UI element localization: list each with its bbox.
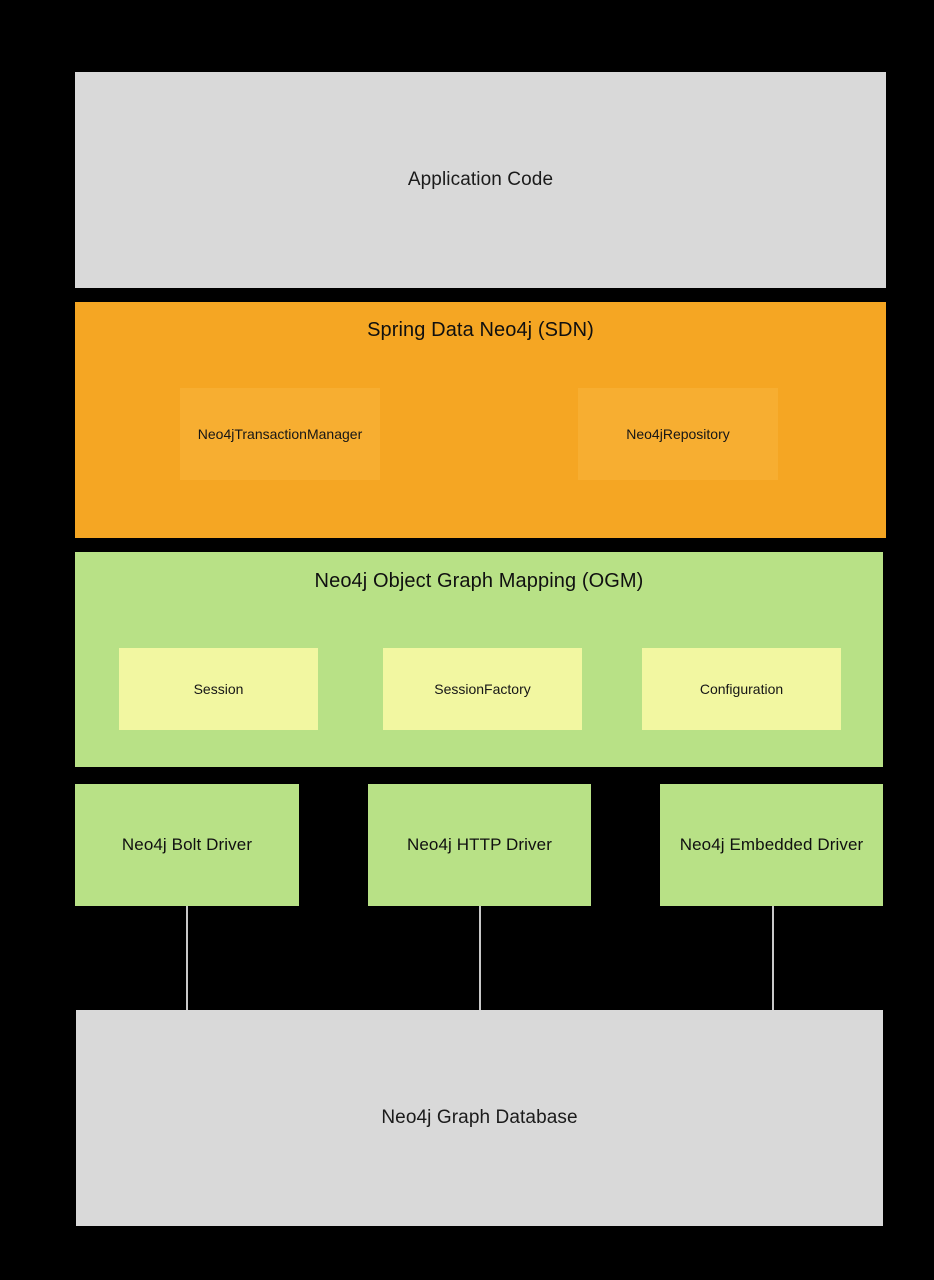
- driver-neo4j-embedded[interactable]: Neo4j Embedded Driver: [660, 784, 883, 906]
- layer-spring-data-neo4j[interactable]: Spring Data Neo4j (SDN) Neo4jTransaction…: [75, 302, 886, 538]
- component-session-label: Session: [193, 681, 244, 697]
- layer-spring-data-neo4j-title: Spring Data Neo4j (SDN): [367, 319, 594, 341]
- component-configuration[interactable]: Configuration: [642, 648, 841, 730]
- component-session-factory[interactable]: SessionFactory: [383, 648, 582, 730]
- driver-neo4j-http-label: Neo4j HTTP Driver: [407, 835, 552, 854]
- spring-data-neo4j-components: Neo4jTransactionManager Neo4jRepository: [75, 388, 886, 480]
- connector-embedded-to-database: [772, 906, 774, 1011]
- connector-http-to-database: [479, 906, 481, 1011]
- component-session[interactable]: Session: [119, 648, 318, 730]
- component-session-factory-label: SessionFactory: [434, 681, 531, 697]
- layer-neo4j-graph-database[interactable]: Neo4j Graph Database: [76, 1010, 883, 1226]
- layer-application-code-label: Application Code: [407, 169, 554, 190]
- component-neo4j-repository[interactable]: Neo4jRepository: [578, 388, 778, 480]
- layer-neo4j-graph-database-label: Neo4j Graph Database: [381, 1107, 578, 1128]
- driver-neo4j-bolt-label: Neo4j Bolt Driver: [121, 835, 253, 854]
- component-neo4j-repository-label: Neo4jRepository: [626, 426, 730, 442]
- driver-neo4j-bolt[interactable]: Neo4j Bolt Driver: [75, 784, 299, 906]
- layer-neo4j-ogm[interactable]: Neo4j Object Graph Mapping (OGM) Session…: [75, 552, 883, 767]
- layer-neo4j-ogm-title: Neo4j Object Graph Mapping (OGM): [314, 570, 644, 592]
- component-configuration-label: Configuration: [699, 681, 784, 697]
- component-neo4j-transaction-manager-label: Neo4jTransactionManager: [197, 426, 363, 442]
- component-neo4j-transaction-manager[interactable]: Neo4jTransactionManager: [180, 388, 380, 480]
- driver-neo4j-http[interactable]: Neo4j HTTP Driver: [368, 784, 591, 906]
- layer-application-code[interactable]: Application Code: [75, 72, 886, 288]
- driver-neo4j-embedded-label: Neo4j Embedded Driver: [679, 835, 864, 854]
- connector-bolt-to-database: [186, 906, 188, 1011]
- neo4j-ogm-components: Session SessionFactory Configuration: [75, 648, 883, 730]
